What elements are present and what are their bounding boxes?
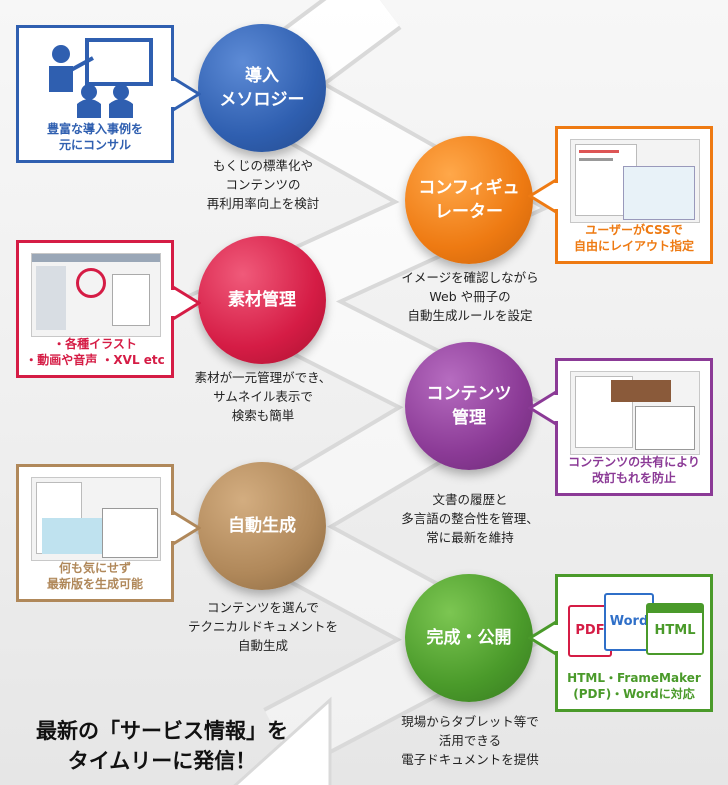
callout-content-management-pointer <box>528 390 558 426</box>
callout-content-management-caption: コンテンツの共有により 改訂もれを防止 <box>568 455 700 485</box>
pdf-label: PDF <box>575 623 605 638</box>
callout-configurator: ユーザーがCSSで 自由にレイアウト指定 <box>555 126 713 264</box>
callout-introduction-pointer <box>171 76 201 112</box>
presentation-icon <box>49 38 153 118</box>
word-label: Word <box>609 614 649 629</box>
callout-auto-generation: 何も気にせず 最新版を生成可能 <box>16 464 174 602</box>
step-configurator-desc: イメージを確認しながら Web や冊子の 自動生成ルールを設定 <box>401 270 539 323</box>
callout-introduction-caption: 豊富な導入事例を 元にコンサル <box>46 122 143 152</box>
step-configurator-circle: コンフィギュ レーター <box>405 136 533 264</box>
asset-manager-screenshot <box>31 253 161 337</box>
output-formats-icon: PDF Word HTML <box>564 585 704 671</box>
step-publish-desc: 現場からタブレット等で 活用できる 電子ドキュメントを提供 <box>401 714 539 767</box>
callout-publish-pointer <box>528 620 558 656</box>
step-asset-management-title: 素材管理 <box>228 290 296 310</box>
step-configurator-title: コンフィギュ レーター <box>418 178 520 222</box>
html-format-icon: HTML <box>646 603 704 655</box>
step-asset-management-desc: 素材が一元管理ができ、 サムネイル表示で 検索も簡単 <box>194 370 332 423</box>
callout-introduction: 豊富な導入事例を 元にコンサル <box>16 25 174 163</box>
step-content-management-circle: コンテンツ 管理 <box>405 342 533 470</box>
document-generator-screenshot <box>31 477 161 561</box>
callout-asset-management: ・各種イラスト ・動画や音声 ・XVL etc <box>16 240 174 378</box>
step-publish-circle: 完成・公開 <box>405 574 533 702</box>
callout-configurator-pointer <box>528 178 558 214</box>
step-introduction-title: 導入 メソロジー <box>219 66 305 110</box>
step-asset-management-circle: 素材管理 <box>198 236 326 364</box>
callout-auto-generation-pointer <box>171 510 201 546</box>
step-content-management-desc: 文書の履歴と 多言語の整合性を管理、 常に最新を維持 <box>401 492 539 545</box>
css-layout-screenshot <box>570 139 700 223</box>
html-label: HTML <box>654 623 696 638</box>
callout-publish-caption: HTML・FrameMaker (PDF)・Wordに対応 <box>567 671 701 701</box>
step-auto-generation-desc: コンテンツを選んで テクニカルドキュメントを 自動生成 <box>187 600 338 653</box>
callout-asset-management-caption: ・各種イラスト ・動画や音声 ・XVL etc <box>25 337 165 367</box>
callout-asset-management-pointer <box>171 285 201 321</box>
callout-publish: PDF Word HTML HTML・FrameMaker (PDF)・Word… <box>555 574 713 712</box>
callout-auto-generation-caption: 何も気にせず 最新版を生成可能 <box>46 561 143 591</box>
callout-configurator-caption: ユーザーがCSSで 自由にレイアウト指定 <box>573 223 694 253</box>
step-content-management-title: コンテンツ 管理 <box>426 384 512 428</box>
step-publish-title: 完成・公開 <box>426 628 512 648</box>
callout-content-management: コンテンツの共有により 改訂もれを防止 <box>555 358 713 496</box>
step-introduction-desc: もくじの標準化や コンテンツの 再利用率向上を検討 <box>206 158 320 211</box>
step-introduction-circle: 導入 メソロジー <box>198 24 326 152</box>
step-auto-generation-title: 自動生成 <box>228 516 296 536</box>
content-manager-screenshot <box>570 371 700 455</box>
slogan: 最新の「サービス情報」を タイムリーに発信！ <box>36 719 288 773</box>
step-auto-generation-circle: 自動生成 <box>198 462 326 590</box>
